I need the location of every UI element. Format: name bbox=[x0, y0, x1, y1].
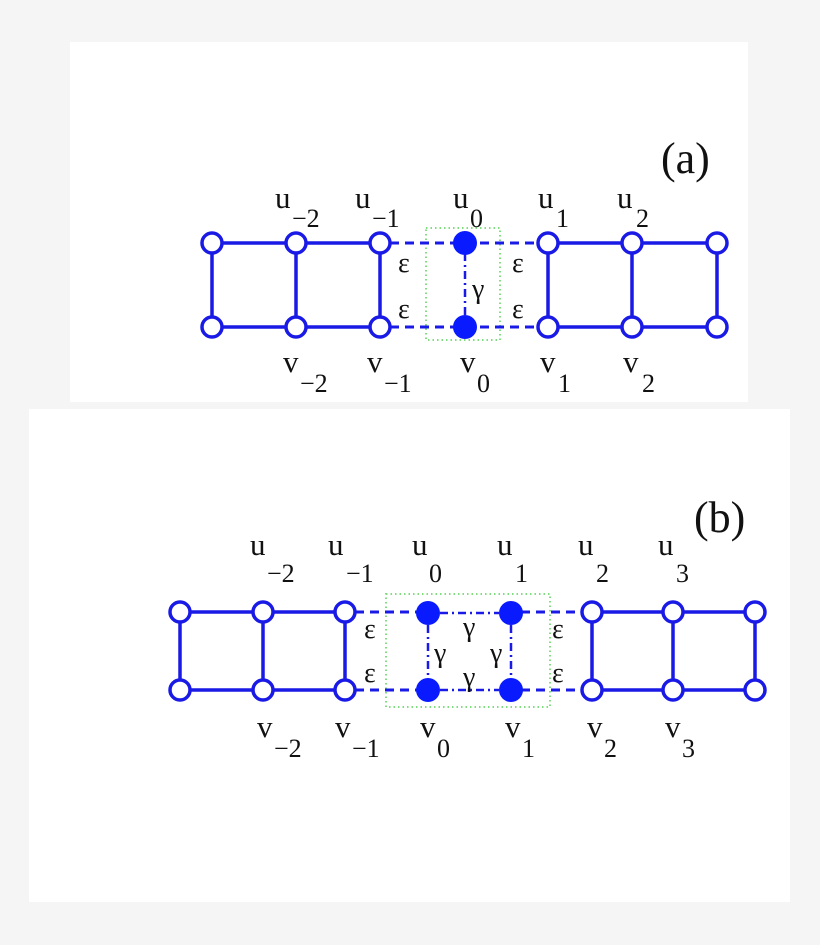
label-sub: −1 bbox=[352, 734, 380, 763]
epsilon-label: ε bbox=[364, 614, 376, 645]
bottom-labels-b: v −2 v −1 v 0 v 1 v 2 v 3 bbox=[257, 709, 695, 763]
label-v: v bbox=[420, 709, 436, 744]
label-sub: 0 bbox=[470, 204, 483, 233]
epsilon-label: ε bbox=[398, 294, 410, 325]
label-v: v bbox=[505, 709, 521, 744]
bottom-labels-a: v −2 v −1 v 0 v 1 v 2 bbox=[283, 344, 655, 398]
epsilon-label: ε bbox=[512, 294, 524, 325]
label-sub: −1 bbox=[384, 369, 412, 398]
label-v: v bbox=[283, 344, 299, 379]
panel-b: (b) ε ε ε ε γ γ γ γ u −2 u −1 u 0 u 1 u … bbox=[29, 409, 790, 902]
label-u: u bbox=[578, 527, 594, 562]
ladder-diagram-b: (b) ε ε ε ε γ γ γ γ u −2 u −1 u 0 u 1 u … bbox=[168, 493, 767, 763]
epsilon-label: ε bbox=[552, 658, 564, 689]
panel-a: (a) ε ε ε ε γ u −2 u −1 u 0 u 1 u 2 v −2… bbox=[70, 42, 748, 402]
label-sub: −2 bbox=[300, 369, 328, 398]
label-v: v bbox=[540, 344, 556, 379]
label-sub: 0 bbox=[477, 369, 490, 398]
label-sub: −2 bbox=[267, 559, 295, 588]
label-sub: 2 bbox=[596, 559, 609, 588]
solid-edges-left bbox=[210, 241, 382, 329]
label-sub: 1 bbox=[522, 734, 535, 763]
top-labels-a: u −2 u −1 u 0 u 1 u 2 bbox=[275, 180, 649, 233]
label-u: u bbox=[412, 527, 428, 562]
epsilon-label: ε bbox=[512, 248, 524, 279]
label-sub: 3 bbox=[676, 559, 689, 588]
gamma-label: γ bbox=[489, 638, 502, 669]
epsilon-edges bbox=[390, 241, 538, 329]
label-sub: 2 bbox=[636, 204, 649, 233]
label-u: u bbox=[538, 180, 554, 215]
label-sub: 1 bbox=[556, 204, 569, 233]
label-sub: −2 bbox=[292, 204, 320, 233]
epsilon-label: ε bbox=[398, 248, 410, 279]
label-u: u bbox=[328, 527, 344, 562]
label-v: v bbox=[587, 709, 603, 744]
label-u: u bbox=[355, 180, 371, 215]
open-nodes bbox=[168, 600, 767, 702]
label-u: u bbox=[453, 180, 469, 215]
label-sub: 1 bbox=[515, 559, 528, 588]
filled-nodes bbox=[416, 601, 523, 702]
label-u: u bbox=[658, 527, 674, 562]
label-u: u bbox=[250, 527, 266, 562]
label-sub: 1 bbox=[558, 369, 571, 398]
epsilon-label: ε bbox=[364, 658, 376, 689]
solid-edges-right bbox=[546, 241, 719, 329]
label-sub: −2 bbox=[274, 734, 302, 763]
label-u: u bbox=[617, 180, 633, 215]
label-u: u bbox=[275, 180, 291, 215]
gamma-label: γ bbox=[433, 638, 446, 669]
epsilon-label: ε bbox=[552, 614, 564, 645]
filled-nodes bbox=[453, 231, 477, 339]
label-v: v bbox=[460, 344, 476, 379]
label-sub: −1 bbox=[372, 204, 400, 233]
label-sub: 0 bbox=[429, 559, 442, 588]
ladder-diagram-a: (a) ε ε ε ε γ u −2 u −1 u 0 u 1 u 2 v −2… bbox=[200, 134, 729, 398]
label-v: v bbox=[623, 344, 639, 379]
panel-tag-a: (a) bbox=[661, 134, 710, 183]
defect-box bbox=[385, 593, 551, 708]
label-sub: 2 bbox=[642, 369, 655, 398]
label-sub: 3 bbox=[682, 734, 695, 763]
gamma-label: γ bbox=[462, 612, 475, 643]
label-sub: 0 bbox=[437, 734, 450, 763]
label-u: u bbox=[497, 527, 513, 562]
label-sub: 2 bbox=[604, 734, 617, 763]
epsilon-edges bbox=[355, 610, 582, 692]
label-v: v bbox=[367, 344, 383, 379]
top-labels-b: u −2 u −1 u 0 u 1 u 2 u 3 bbox=[250, 527, 689, 588]
defect-box bbox=[425, 227, 501, 341]
label-v: v bbox=[665, 709, 681, 744]
label-v: v bbox=[257, 709, 273, 744]
gamma-edges bbox=[426, 611, 513, 692]
gamma-label: γ bbox=[471, 274, 484, 305]
gamma-label: γ bbox=[462, 662, 475, 693]
label-sub: −1 bbox=[346, 559, 374, 588]
open-nodes bbox=[200, 231, 729, 339]
panel-tag-b: (b) bbox=[694, 493, 745, 542]
label-v: v bbox=[335, 709, 351, 744]
